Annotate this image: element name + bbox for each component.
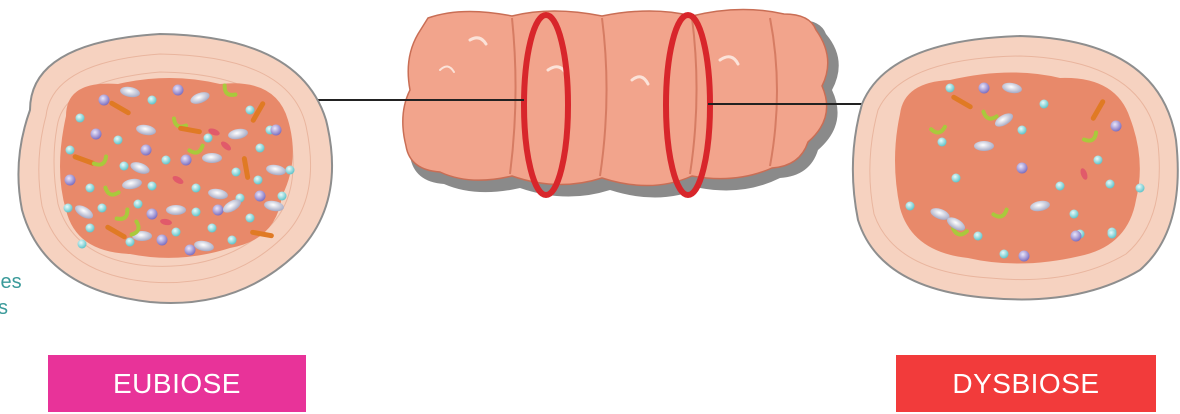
violet-bacterium-icon <box>91 129 102 140</box>
violet-bacterium-icon <box>141 145 152 156</box>
healthy-gut-cross-section-icon <box>18 34 332 303</box>
cyan-bacterium-icon <box>148 182 157 191</box>
cyan-bacterium-icon <box>228 236 237 245</box>
dysbiotic-gut-cross-section-icon <box>853 36 1178 299</box>
cyan-bacterium-icon <box>1136 184 1145 193</box>
cyan-bacterium-icon <box>86 184 95 193</box>
violet-bacterium-icon <box>979 83 990 94</box>
cyan-bacterium-icon <box>256 144 265 153</box>
dysbiose-label: DYSBIOSE <box>896 355 1156 412</box>
cyan-bacterium-icon <box>120 162 129 171</box>
cyan-bacterium-icon <box>148 96 157 105</box>
violet-bacterium-icon <box>1071 231 1082 242</box>
cyan-bacterium-icon <box>952 174 961 183</box>
violet-bacterium-icon <box>147 209 158 220</box>
cyan-bacterium-icon <box>246 106 255 115</box>
cut-off-text-line: ies <box>0 270 22 294</box>
cyan-bacterium-icon <box>278 192 287 201</box>
cyan-bacterium-icon <box>76 114 85 123</box>
cyan-bacterium-icon <box>64 204 73 213</box>
cyan-bacterium-icon <box>86 224 95 233</box>
cyan-bacterium-icon <box>1000 250 1009 259</box>
cyan-bacterium-icon <box>204 134 213 143</box>
cyan-bacterium-icon <box>192 208 201 217</box>
cyan-bacterium-icon <box>192 184 201 193</box>
dysbiose-label-text: DYSBIOSE <box>952 368 1099 400</box>
cyan-bacterium-icon <box>1056 182 1065 191</box>
cyan-bacterium-icon <box>98 204 107 213</box>
cyan-bacterium-icon <box>126 238 135 247</box>
cyan-bacterium-icon <box>1040 100 1049 109</box>
violet-bacterium-icon <box>271 125 282 136</box>
cyan-bacterium-icon <box>114 136 123 145</box>
cyan-bacterium-icon <box>172 228 181 237</box>
cyan-bacterium-icon <box>66 146 75 155</box>
cyan-bacterium-icon <box>232 168 241 177</box>
cyan-bacterium-icon <box>1018 126 1027 135</box>
grey-bacterium-icon <box>974 141 994 151</box>
cyan-bacterium-icon <box>906 202 915 211</box>
violet-bacterium-icon <box>255 191 266 202</box>
violet-bacterium-icon <box>65 175 76 186</box>
violet-bacterium-icon <box>157 235 168 246</box>
cyan-bacterium-icon <box>946 84 955 93</box>
cyan-bacterium-icon <box>1094 156 1103 165</box>
violet-bacterium-icon <box>185 245 196 256</box>
cyan-bacterium-icon <box>246 214 255 223</box>
cyan-bacterium-icon <box>286 166 295 175</box>
cyan-bacterium-icon <box>1070 210 1079 219</box>
cyan-bacterium-icon <box>162 156 171 165</box>
violet-bacterium-icon <box>213 205 224 216</box>
grey-bacterium-icon <box>166 205 186 215</box>
violet-bacterium-icon <box>181 155 192 166</box>
cyan-bacterium-icon <box>1108 230 1117 239</box>
eubiose-label-text: EUBIOSE <box>113 368 241 400</box>
cyan-bacterium-icon <box>938 138 947 147</box>
violet-bacterium-icon <box>99 95 110 106</box>
violet-bacterium-icon <box>1111 121 1122 132</box>
cyan-bacterium-icon <box>254 176 263 185</box>
cyan-bacterium-icon <box>974 232 983 241</box>
violet-bacterium-icon <box>1019 251 1030 262</box>
violet-bacterium-icon <box>173 85 184 96</box>
grey-bacterium-icon <box>202 153 222 163</box>
cut-off-text-line: s <box>0 296 8 320</box>
cyan-bacterium-icon <box>208 224 217 233</box>
cyan-bacterium-icon <box>78 240 87 249</box>
violet-bacterium-icon <box>1017 163 1028 174</box>
cyan-bacterium-icon <box>1106 180 1115 189</box>
cyan-bacterium-icon <box>134 200 143 209</box>
eubiose-label: EUBIOSE <box>48 355 306 412</box>
